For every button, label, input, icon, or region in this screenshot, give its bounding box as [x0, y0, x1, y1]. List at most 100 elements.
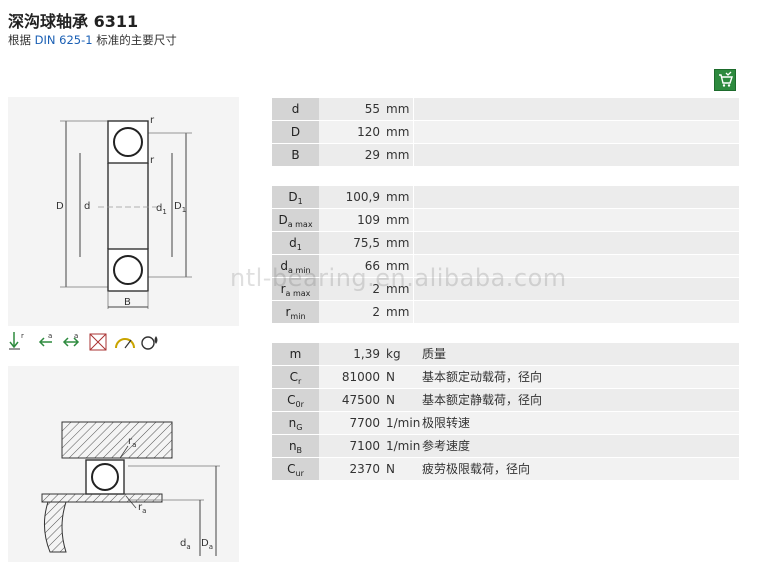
row-unit: 1/min — [386, 439, 421, 453]
no-misalignment-icon — [89, 333, 107, 351]
row-value: 2 — [372, 305, 380, 319]
row-unit: mm — [386, 236, 410, 250]
row-separator — [413, 209, 414, 231]
row-description: 基本额定动载荷，径向 — [422, 370, 543, 384]
row-value: 7100 — [349, 439, 380, 453]
row-label: D — [272, 121, 319, 143]
dim-label-ra-top: ra — [128, 436, 137, 449]
row-unit: mm — [386, 190, 410, 204]
row-description: 极限转速 — [422, 416, 471, 430]
dim-label-D: D — [56, 201, 64, 212]
dim-label-da: da — [180, 538, 191, 551]
dim-label-Da: Da — [201, 538, 213, 551]
row-value: 100,9 — [345, 190, 380, 204]
dim-label-B: B — [124, 297, 131, 308]
table-row: D1 100,9 mm — [272, 186, 739, 208]
subtitle-prefix: 根据 — [8, 33, 35, 47]
row-description: 疲劳极限载荷，径向 — [422, 462, 531, 476]
dim-label-d: d — [84, 201, 91, 212]
table-row: d 55 mm — [272, 98, 739, 120]
row-label: d — [272, 98, 319, 120]
row-separator — [413, 301, 414, 323]
row-separator — [413, 121, 414, 143]
row-separator — [413, 186, 414, 208]
row-value: 81000 — [341, 370, 380, 384]
row-label: ra max — [272, 278, 319, 300]
speed-rating-icon — [115, 338, 135, 349]
standard-link[interactable]: DIN 625-1 — [34, 33, 93, 47]
row-unit: mm — [386, 259, 410, 273]
row-value: 2 — [372, 282, 380, 296]
axial-load-both-icon — [62, 337, 80, 347]
row-unit: N — [386, 462, 395, 476]
row-unit: mm — [386, 102, 410, 116]
row-unit: mm — [386, 125, 410, 139]
row-unit: kg — [386, 347, 401, 361]
radial-load-icon — [9, 332, 20, 350]
row-value: 29 — [364, 148, 380, 162]
dim-label-r-mid: r — [150, 155, 155, 166]
row-label: d1 — [272, 232, 319, 254]
row-description: 参考速度 — [422, 439, 471, 453]
table-row: m 1,39 kg 质量 — [272, 343, 739, 365]
page-title: 深沟球轴承 6311 — [8, 12, 139, 31]
row-label: Cur — [272, 458, 319, 480]
row-description: 质量 — [422, 347, 447, 361]
table-row: d1 75,5 mm — [272, 232, 739, 254]
lubrication-icon — [141, 336, 158, 350]
page-subtitle: 根据 DIN 625-1 标准的主要尺寸 — [8, 32, 177, 48]
table-row: ra max 2 mm — [272, 278, 739, 300]
dim-label-d1: d1 — [156, 203, 167, 216]
row-separator — [413, 232, 414, 254]
icon-sub-r: r — [21, 332, 24, 340]
row-value: 1,39 — [353, 347, 380, 361]
row-value: 7700 — [349, 416, 380, 430]
row-unit: N — [386, 393, 395, 407]
row-value: 55 — [364, 102, 380, 116]
dim-label-r-top: r — [150, 115, 155, 126]
table-row: D 120 mm — [272, 121, 739, 143]
row-label: m — [272, 343, 319, 365]
row-label: C0r — [272, 389, 319, 411]
row-separator — [413, 278, 414, 300]
table-row: Cr 81000 N 基本额定动载荷，径向 — [272, 366, 739, 388]
row-value: 66 — [364, 259, 380, 273]
shopping-cart-icon[interactable] — [714, 69, 736, 91]
row-unit: N — [386, 370, 395, 384]
row-label: da min — [272, 255, 319, 277]
subtitle-suffix: 标准的主要尺寸 — [92, 33, 177, 47]
dim-label-D1: D1 — [174, 201, 187, 214]
table-row: Cur 2370 N 疲劳极限载荷，径向 — [272, 458, 739, 480]
row-label: rmin — [272, 301, 319, 323]
row-unit: mm — [386, 213, 410, 227]
mounting-dimensions-drawing: ra ra da Da — [8, 366, 239, 562]
row-value: 75,5 — [353, 236, 380, 250]
row-description: 基本额定静载荷，径向 — [422, 393, 543, 407]
row-separator — [413, 255, 414, 277]
table-row: da min 66 mm — [272, 255, 739, 277]
row-label: nG — [272, 412, 319, 434]
row-value: 120 — [357, 125, 380, 139]
row-value: 109 — [357, 213, 380, 227]
table-row: B 29 mm — [272, 144, 739, 166]
row-unit: mm — [386, 148, 410, 162]
row-unit: mm — [386, 282, 410, 296]
row-unit: 1/min — [386, 416, 421, 430]
row-separator — [413, 144, 414, 166]
row-label: nB — [272, 435, 319, 457]
row-separator — [413, 98, 414, 120]
cart-glyph-icon — [719, 71, 733, 87]
row-label: B — [272, 144, 319, 166]
row-label: D1 — [272, 186, 319, 208]
load-icons-strip: r a a — [8, 330, 168, 354]
row-value: 2370 — [349, 462, 380, 476]
row-label: Cr — [272, 366, 319, 388]
